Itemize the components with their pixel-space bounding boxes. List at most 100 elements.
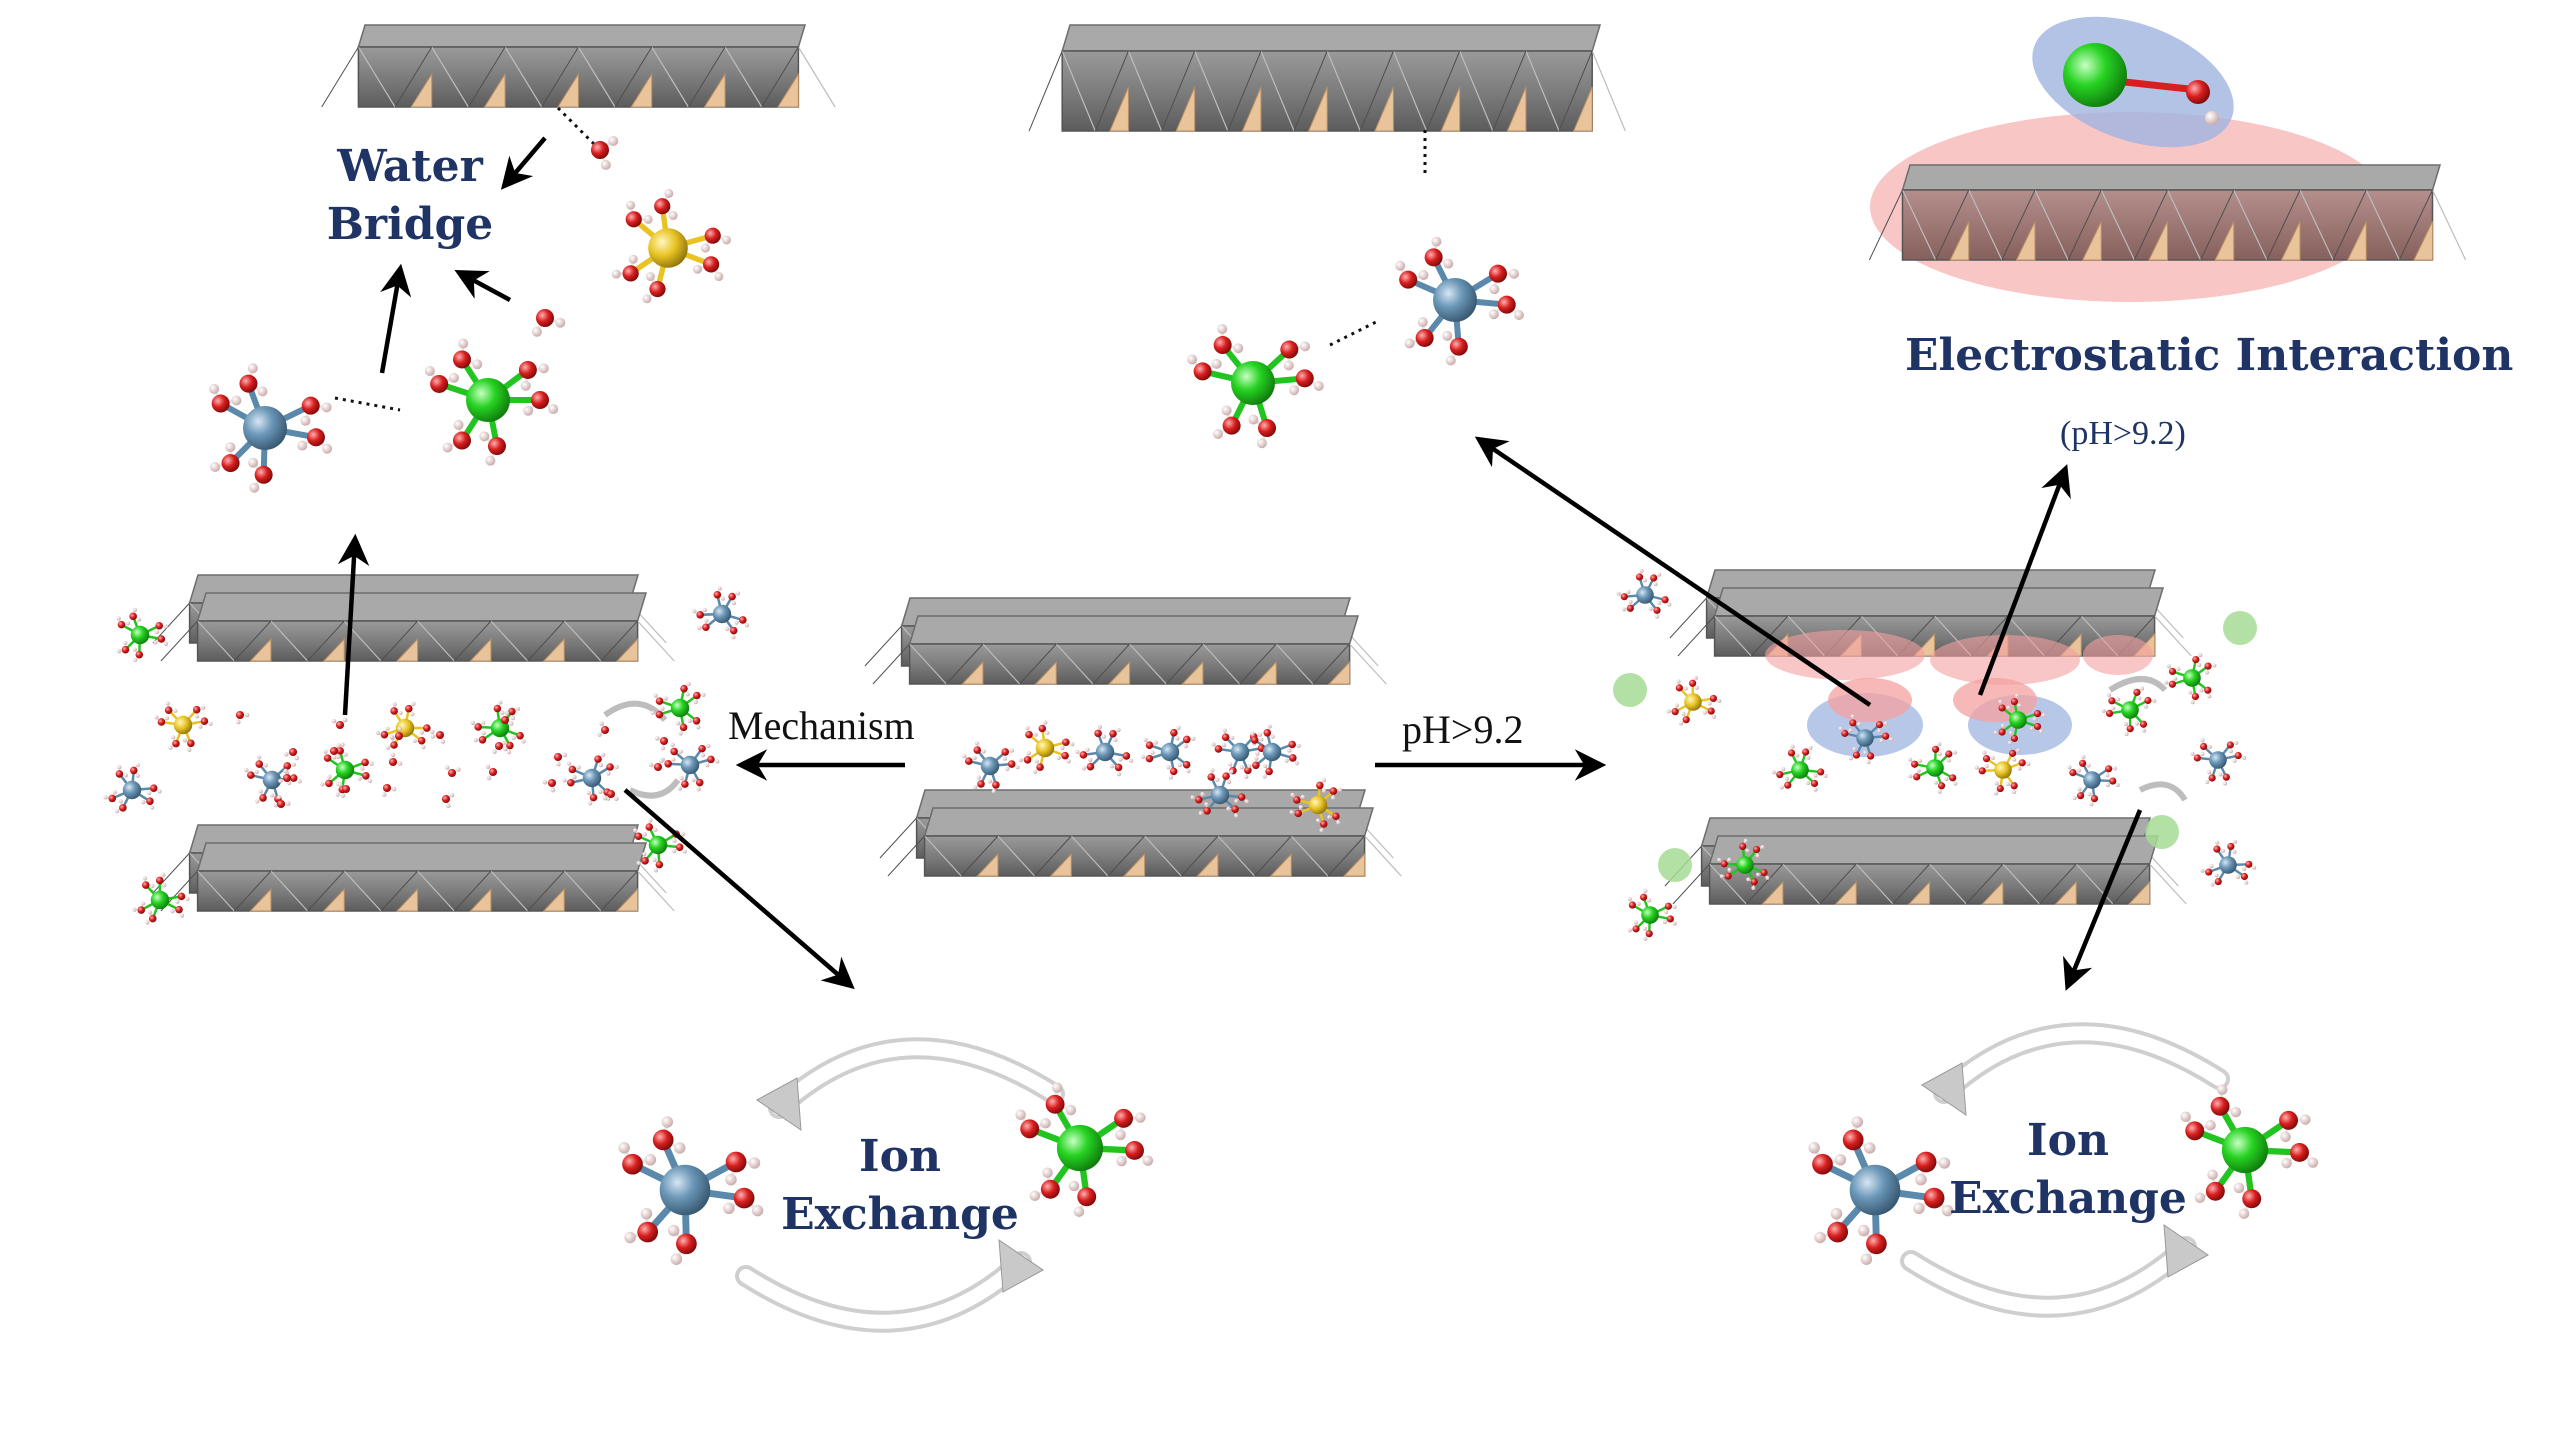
hydrogen-atom [2089,802,2093,806]
hydrogen-atom [297,441,307,451]
coordinated-water [730,627,738,635]
coordinated-water [1725,872,1732,879]
hydrogen-atom [337,743,342,748]
hydrogen-atom [1617,592,1621,596]
coordinated-water [670,748,678,756]
coordinated-water [1776,771,1783,778]
coordinated-water [1672,708,1679,715]
hydrogen-atom [1835,1154,1847,1166]
hydrogen-atom [2252,866,2256,870]
hydrogen-atom [563,753,568,758]
hydrogen-atom [133,647,137,651]
hydrogen-atom [683,849,687,853]
hydrogen-atom [295,756,300,761]
hydrogen-atom [1657,573,1661,577]
hydrogen-atom [286,801,291,806]
coordinated-water [1843,1130,1864,1151]
hydrogen-atom [992,789,996,793]
hydrogen-atom [471,721,475,725]
hydrogen-atom [1289,385,1299,395]
hydrogen-atom [2078,787,2082,791]
coordinated-water [1802,748,1809,755]
hydrogen-atom [368,779,372,783]
hydrogen-atom [323,750,327,754]
coordinated-water [1751,878,1758,885]
hydrogen-atom [1322,789,1326,793]
coordinated-water [1425,248,1443,266]
coordinated-water [137,906,145,914]
coordinated-water [2206,1182,2225,1201]
coordinated-water [2011,735,2018,742]
coordinated-water [696,779,704,787]
coordinated-water [1251,736,1259,744]
hydrogen-atom [1814,774,1818,778]
exchange-arrowhead-top [1922,1063,1966,1115]
hydrogen-atom [1708,702,1712,706]
hydrogen-atom [2009,731,2013,735]
coordinated-water [2194,754,2201,761]
interlayer-water-left [607,790,615,798]
hydrogen-atom [1756,854,1760,858]
coordinated-water [1683,716,1690,723]
hydrogen-atom [2207,770,2211,774]
hydrogen-atom [669,211,678,220]
hydrogen-atom [255,799,259,803]
facet-line [1365,836,1402,876]
hydrogen-atom [718,586,722,590]
hydrogen-atom [2215,841,2219,845]
green-cation-exchange-right [2222,1127,2268,1173]
coordinated-water [1399,271,1417,289]
interlayer-ion-right-6 [1684,693,1702,711]
hydrogen-atom [2081,755,2085,759]
hydrogen-atom [1824,774,1828,778]
hydrogen-atom [1643,927,1647,931]
coordinated-water [390,707,398,715]
coordinated-water [2223,774,2230,781]
hydrogen-atom [1248,415,1258,425]
coordinated-water [2108,697,2115,704]
hydrogen-atom [696,725,700,729]
coordinated-water [1195,796,1203,804]
hydrogen-atom [1045,731,1049,735]
hydrogen-atom [701,693,705,697]
interlayer-water-left [654,763,662,771]
hydrogen-atom [1814,788,1818,792]
coordinated-water [1849,719,1856,726]
coordinated-water [1753,846,1760,853]
hydrogen-atom [1657,601,1661,605]
coordinated-water [1203,807,1211,815]
hydrogen-atom [2039,730,2043,734]
coordinated-water [307,428,325,446]
hydrogen-atom [332,755,336,759]
hydrogen-atom [1446,356,1456,366]
hydrogen-atom [655,736,660,741]
hydrogen-atom [360,766,364,770]
hydrogen-atom [2152,699,2156,703]
hydrogen-atom [2167,664,2171,668]
hydrogen-atom [1015,1109,1026,1120]
ion-exchange-right-line2: Exchange [1948,1170,2188,1228]
hydrogen-atom [725,627,729,631]
hydrogen-atom [1917,769,1921,773]
hydroxyl-hydrogen [2205,111,2219,125]
coordinated-water [488,437,506,455]
hydrogen-atom [1010,749,1014,753]
coordinated-water [714,591,722,599]
hydrogen-atom [1849,756,1853,760]
coordinated-water [1640,894,1647,901]
coordinated-water [1721,860,1728,867]
hydrogen-atom [1200,792,1204,796]
hydrogen-atom [649,763,654,768]
hydrogen-atom [562,778,566,782]
hydrogen-atom [1667,603,1671,607]
hydrogen-atom [1290,793,1294,797]
pink-halo-layer [1765,630,1925,680]
hydrogen-atom [521,381,531,391]
hydrogen-atom [624,1232,636,1244]
hydrogen-atom [231,395,241,405]
hydrogen-atom [1677,680,1681,684]
hydrogen-atom [1271,735,1275,739]
hydrogen-atom [1033,770,1037,774]
hydrogen-atom [2198,653,2202,657]
hydrogen-atom [1995,781,1999,785]
